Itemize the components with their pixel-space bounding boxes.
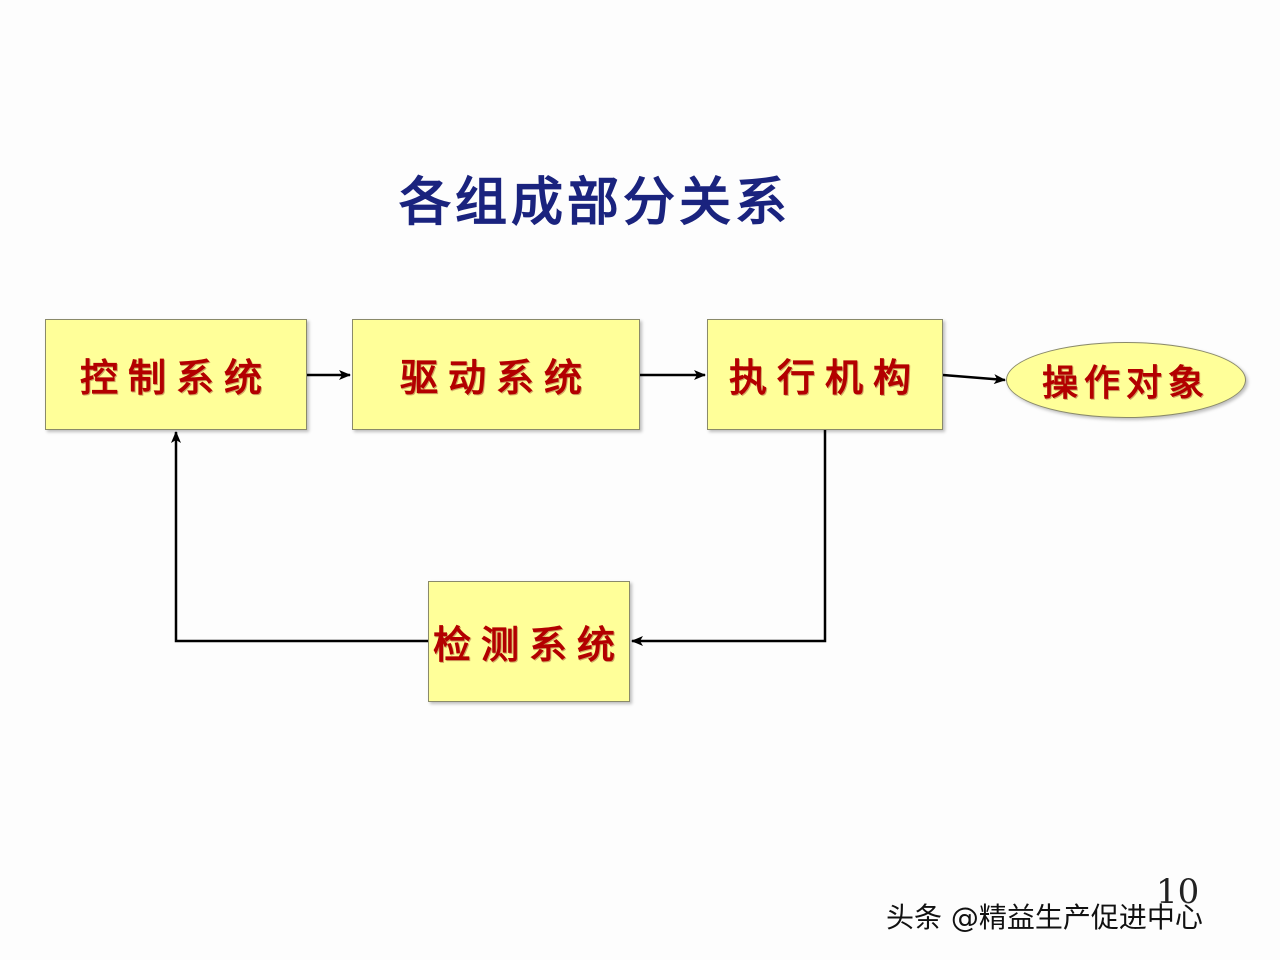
- watermark-text: 头条 @精益生产促进中心: [886, 901, 1203, 934]
- arrow-actuator-to-detection: [631, 430, 827, 646]
- node-control-system: 控制系统: [45, 319, 307, 430]
- arrow-detection-to-control: [171, 431, 428, 643]
- arrow-actuator-to-object: [942, 373, 1006, 385]
- page-number: 10: [1156, 872, 1200, 912]
- node-detection-system: 检测系统: [428, 581, 630, 702]
- diagram-title: 各组成部分关系: [398, 173, 791, 233]
- node-operation-object: 操作对象: [1006, 342, 1246, 418]
- node-actuator: 执行机构: [707, 319, 943, 430]
- node-drive-system: 驱动系统: [352, 319, 640, 430]
